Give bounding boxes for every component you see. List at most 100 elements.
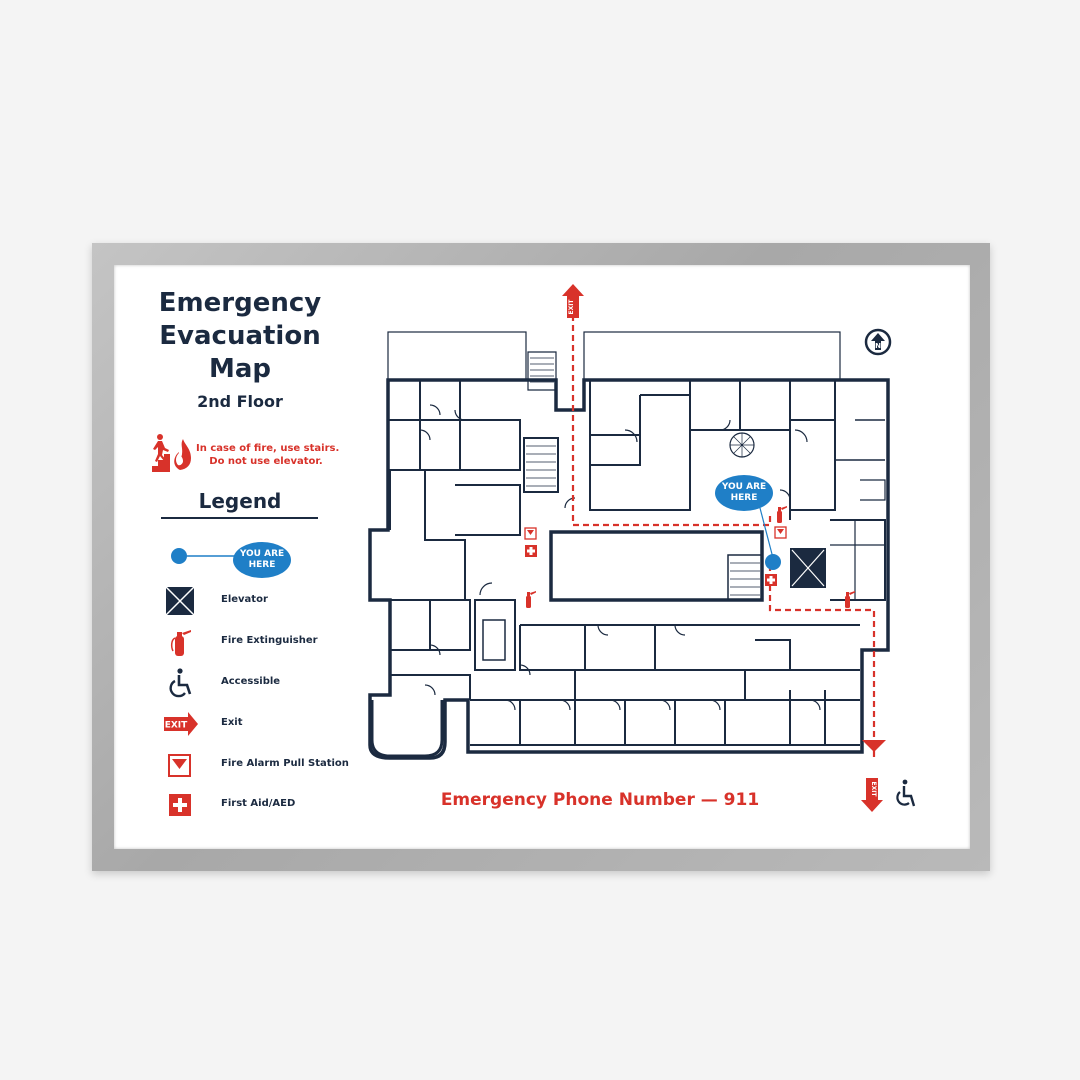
door — [609, 699, 621, 711]
legend-item-exit: EXIT Exit — [160, 709, 340, 739]
exit-north-label: EXIT — [568, 299, 575, 315]
room-west-2 — [459, 380, 521, 471]
door — [419, 429, 431, 441]
fire-extinguisher-map-icon — [526, 591, 536, 608]
you-are-here-line-2: HERE — [248, 560, 276, 570]
legend-label-exit: Exit — [221, 717, 243, 728]
legend-item-fire-alarm: Fire Alarm Pull Station — [160, 750, 349, 780]
first-aid-icon — [169, 794, 191, 816]
fire-extinguisher-map-icon — [777, 506, 787, 523]
floor-plan: EXIT EXIT N — [368, 284, 916, 812]
fire-extinguisher-map-icon — [845, 591, 855, 608]
door — [479, 582, 493, 596]
door — [624, 429, 638, 443]
you-are-here-marker-icon — [171, 548, 238, 564]
wall — [584, 625, 791, 670]
wall — [639, 394, 690, 435]
north-compass-icon: N — [864, 328, 892, 356]
exterior-wall — [368, 378, 890, 760]
wall — [519, 625, 860, 671]
room-west-4 — [389, 599, 471, 651]
exit-arrow-north: EXIT — [562, 284, 584, 318]
door — [519, 664, 531, 676]
restroom — [860, 479, 886, 501]
fire-instructions: In case of fire, use stairs. Do not use … — [196, 442, 339, 468]
door — [719, 419, 731, 431]
fire-alarm-map-icon — [524, 527, 537, 540]
stair-west-small — [482, 619, 506, 661]
legend-item-accessible: Accessible — [160, 668, 340, 698]
legend-label-fire-alarm: Fire Alarm Pull Station — [221, 758, 349, 769]
title-line-1: Emergency — [158, 288, 322, 318]
door — [779, 489, 791, 501]
title-line-2: Evacuation — [159, 321, 321, 351]
elevator-map-icon — [790, 548, 826, 588]
you-are-here-dot — [765, 554, 781, 570]
accessible-icon — [169, 668, 192, 698]
evacuation-route-north — [571, 315, 772, 527]
title-line-3: Map — [208, 354, 272, 384]
wall — [789, 380, 836, 511]
central-core — [549, 530, 764, 602]
map-title: Emergency Evacuation Map — [140, 287, 340, 386]
evacuation-route-south — [768, 565, 876, 760]
first-aid-map-icon — [525, 545, 537, 557]
legend-item-fire-extinguisher: Fire Extinguisher — [160, 627, 340, 657]
door — [564, 497, 576, 509]
legend-divider — [161, 517, 318, 519]
legend-you-are-here: YOU ARE HERE — [160, 540, 300, 580]
you-are-here-bubble: YOU ARE HERE — [233, 542, 291, 578]
exit-icon: EXIT — [164, 712, 198, 736]
legend-label-elevator: Elevator — [221, 594, 268, 605]
fire-extinguisher-map-icons — [526, 506, 855, 608]
stair-treads — [526, 445, 556, 487]
round-room — [370, 700, 444, 758]
fire-alarm-map-icon — [774, 526, 787, 539]
floor-label: 2nd Floor — [197, 392, 283, 411]
door — [429, 404, 441, 416]
legend-title: Legend — [198, 489, 282, 513]
exit-south-label: EXIT — [870, 781, 877, 797]
you-are-here-map-line-1: YOU ARE — [721, 482, 767, 492]
door — [429, 644, 441, 656]
wall — [835, 419, 885, 461]
first-aid-map-icon — [765, 574, 777, 586]
door — [424, 684, 436, 696]
elevator-icon — [165, 586, 195, 616]
legend-label-accessible: Accessible — [221, 676, 281, 687]
north-label: N — [875, 342, 881, 350]
roof-area-west — [387, 331, 527, 381]
wall — [389, 470, 466, 600]
door — [709, 699, 721, 711]
fire-instructions-line-2: Do not use elevator. — [209, 456, 323, 467]
room-north-1 — [589, 380, 691, 511]
legend-item-first-aid: First Aid/AED — [160, 790, 340, 820]
you-are-here-line-1: YOU ARE — [239, 549, 285, 559]
roof-area-east — [583, 331, 841, 381]
restroom-east — [830, 519, 886, 601]
door — [454, 409, 466, 421]
route-arrowhead — [862, 740, 886, 752]
wall — [590, 434, 641, 466]
you-are-here-pointer — [759, 507, 774, 559]
wall — [830, 520, 885, 600]
legend-item-elevator: Elevator — [160, 586, 340, 616]
door — [659, 699, 671, 711]
wall — [574, 670, 746, 700]
exit-icon-label: EXIT — [165, 721, 188, 731]
office-wall — [519, 690, 826, 745]
you-are-here-map-line-2: HERE — [730, 493, 758, 503]
room-west-3 — [455, 484, 521, 536]
door — [809, 699, 821, 711]
accessible-map-icon — [896, 779, 916, 807]
emergency-phone: Emergency Phone Number — 911 — [440, 790, 760, 810]
stair-west — [523, 437, 559, 493]
spiral-stair-treads — [730, 433, 754, 457]
wall — [390, 674, 471, 700]
door — [794, 429, 808, 443]
stair-north — [527, 351, 557, 391]
stair-treads — [730, 562, 760, 596]
stair-core — [727, 554, 763, 601]
room-west-5 — [474, 599, 516, 671]
legend-label-fire-extinguisher: Fire Extinguisher — [221, 635, 318, 646]
